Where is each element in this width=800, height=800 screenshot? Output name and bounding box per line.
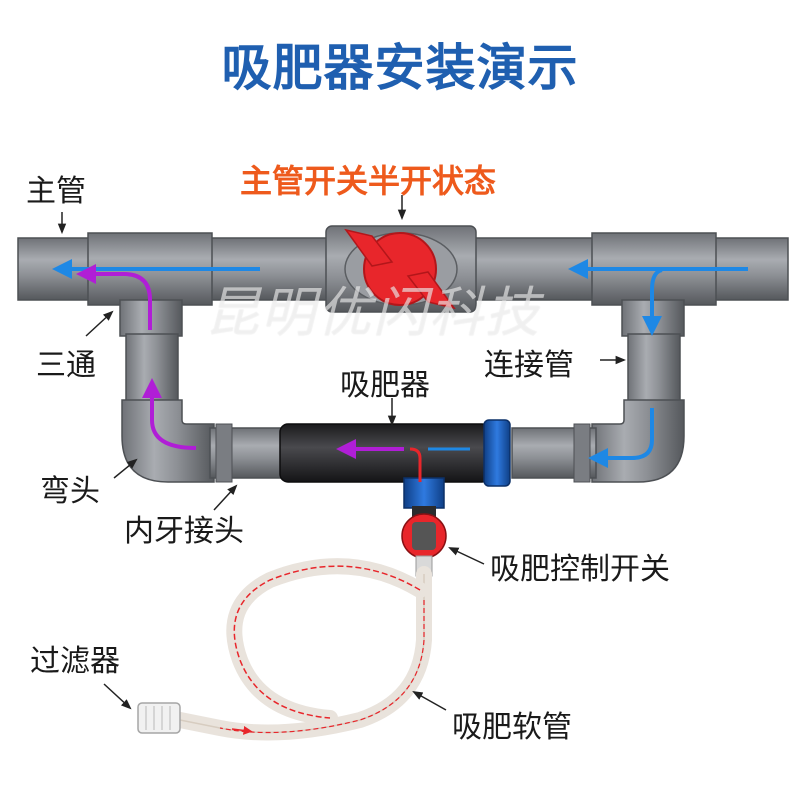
- main-valve: [325, 225, 477, 313]
- label-inner-thread-joint: 内牙接头: [124, 514, 244, 549]
- label-venturi: 吸肥器: [340, 368, 430, 403]
- label-control-switch: 吸肥控制开关: [490, 552, 670, 587]
- left-elbow: [121, 399, 215, 483]
- venturi-injector: [279, 419, 511, 520]
- main-valve-state-caption: 主管开关半开状态: [240, 162, 497, 200]
- right-elbow: [591, 399, 685, 483]
- label-connecting-pipe: 连接管: [484, 348, 574, 383]
- label-filter: 过滤器: [30, 644, 120, 679]
- watermark: 昆明优闪科技: [205, 281, 541, 344]
- label-hose: 吸肥软管: [452, 710, 572, 745]
- suction-hose: [162, 558, 432, 741]
- page-title: 吸肥器安装演示: [221, 39, 579, 97]
- bottom-left-pipe: [209, 423, 291, 483]
- leader-arrows: [57, 195, 627, 711]
- label-tee: 三通: [36, 348, 96, 383]
- flow-arrows: [52, 259, 748, 482]
- right-branch-pipe: [627, 333, 681, 405]
- suction-control-switch: [401, 513, 447, 577]
- filter: [137, 702, 181, 734]
- label-main-pipe: 主管: [26, 174, 86, 209]
- label-elbow: 弯头: [40, 474, 100, 509]
- bottom-right-pipe: [511, 423, 597, 483]
